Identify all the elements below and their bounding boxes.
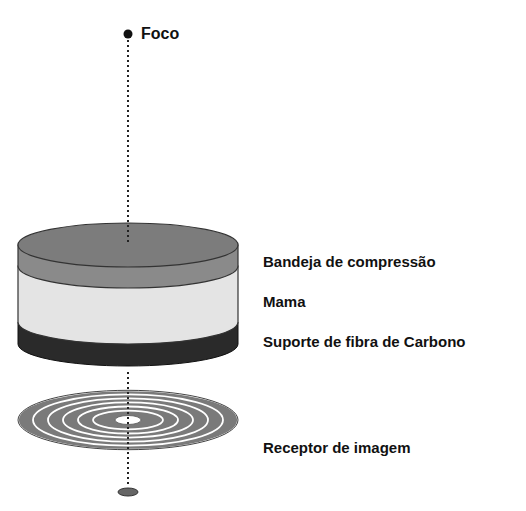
- receptor-ring: [18, 390, 238, 449]
- receptor-outline: [18, 390, 238, 449]
- focal-spot: [124, 30, 133, 39]
- part-label: Mama: [263, 292, 306, 312]
- focus-label: Foco: [141, 24, 179, 44]
- beam-axis-lower: [127, 372, 129, 486]
- receptor-ring: [48, 398, 208, 441]
- part-label: Bandeja de compressão: [263, 252, 436, 272]
- detector-spot: [118, 488, 138, 496]
- receptor-ring: [78, 407, 178, 434]
- image-receptor: [18, 390, 238, 449]
- part-label: Receptor de imagem: [263, 438, 411, 458]
- beam-axis-upper: [127, 40, 129, 245]
- part-label: Suporte de fibra de Carbono: [263, 332, 466, 352]
